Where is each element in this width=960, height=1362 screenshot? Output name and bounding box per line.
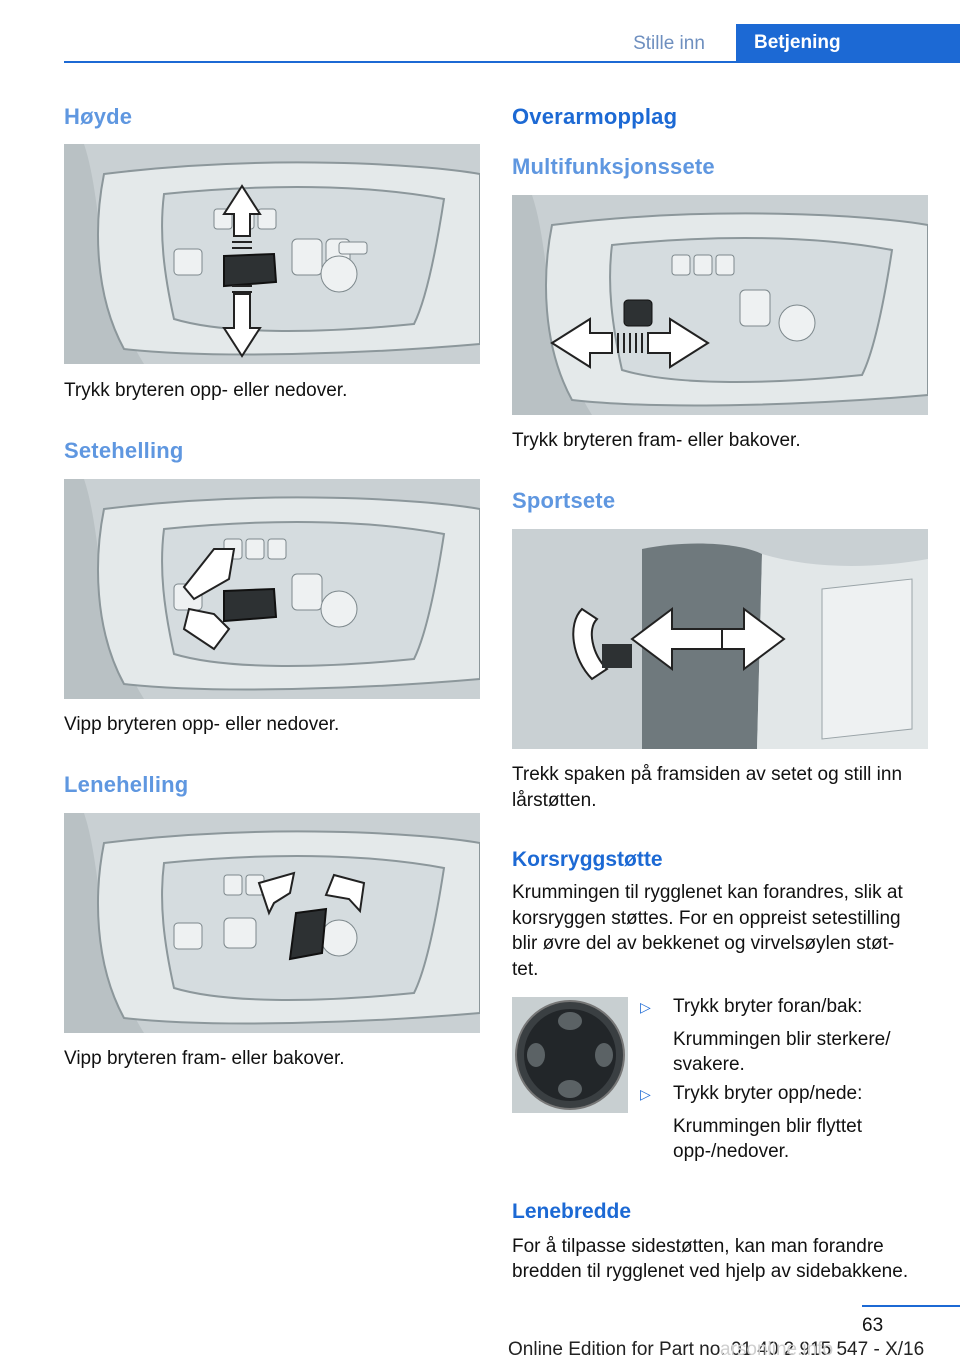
caption-lenehelling: Vipp bryteren fram- eller bakover.	[64, 1048, 345, 1069]
illustration-sportsete	[512, 529, 928, 749]
heading-multifunksjonssete: Multifunksjonssete	[512, 154, 715, 179]
heading-sportsete: Sportsete	[512, 488, 616, 513]
caption-sportsete-line1: Trekk spaken på framsiden av setet og st…	[512, 764, 903, 785]
illustration-setehelling	[64, 479, 480, 699]
page-number: 63	[862, 1315, 884, 1336]
heading-korsryggstotte: Korsryggstøtte	[512, 848, 663, 871]
bullet-triangle-icon: ▷	[640, 999, 651, 1015]
korsrygg-text-line4: tet.	[512, 959, 539, 980]
korsrygg-text-line3: blir øvre del av bekkenet og virvelsøyle…	[512, 933, 895, 954]
korsrygg-item2-desc-line2: opp-/nedover.	[673, 1141, 790, 1162]
caption-multifunksjonssete: Trykk bryteren fram- eller bakover.	[512, 430, 801, 451]
caption-hoyde: Trykk bryteren opp- eller nedover.	[64, 380, 348, 401]
illustration-hoyde	[64, 144, 480, 364]
korsrygg-item1-desc-line1: Krummingen blir sterkere/	[673, 1029, 891, 1050]
korsrygg-item2-title: Trykk bryter opp/nede:	[673, 1083, 863, 1104]
korsrygg-item1-desc-line2: svakere.	[673, 1054, 745, 1075]
lenebredde-text-line1: For å tilpasse sidestøtten, kan man fora…	[512, 1236, 884, 1257]
illustration-lenehelling	[64, 813, 480, 1033]
korsrygg-text-line2: korsryggen støttes. For en oppreist sete…	[512, 908, 901, 929]
heading-overarmopplag: Overarmopplag	[512, 104, 678, 129]
korsrygg-item1-title: Trykk bryter foran/bak:	[673, 996, 863, 1017]
caption-setehelling: Vipp bryteren opp- eller nedover.	[64, 714, 340, 735]
lenebredde-text-line2: bredden til rygglenet ved hjelp av sideb…	[512, 1261, 909, 1282]
korsrygg-text-line1: Krummingen til rygglenet kan forandres, …	[512, 882, 903, 903]
footer-rule	[862, 1305, 960, 1307]
heading-lenebredde: Lenebredde	[512, 1200, 632, 1223]
korsrygg-item2-desc-line1: Krummingen blir flyttet	[673, 1116, 863, 1137]
illustration-multifunksjonssete	[512, 195, 928, 415]
caption-sportsete-line2: lårstøtten.	[512, 790, 597, 811]
online-edition-text: Online Edition for Part no. 01 40 2 915 …	[508, 1339, 925, 1360]
header-rule	[64, 61, 960, 63]
header-tab-chapter: Betjening	[736, 24, 960, 62]
illustration-korsrygg-button	[512, 997, 628, 1113]
heading-setehelling: Setehelling	[64, 438, 184, 463]
header-tab-section: Stille inn	[633, 33, 705, 54]
watermark-text: arsonline.info	[720, 1339, 834, 1360]
heading-lenehelling: Lenehelling	[64, 772, 189, 797]
bullet-triangle-icon: ▷	[640, 1086, 651, 1102]
heading-hoyde: Høyde	[64, 104, 133, 129]
